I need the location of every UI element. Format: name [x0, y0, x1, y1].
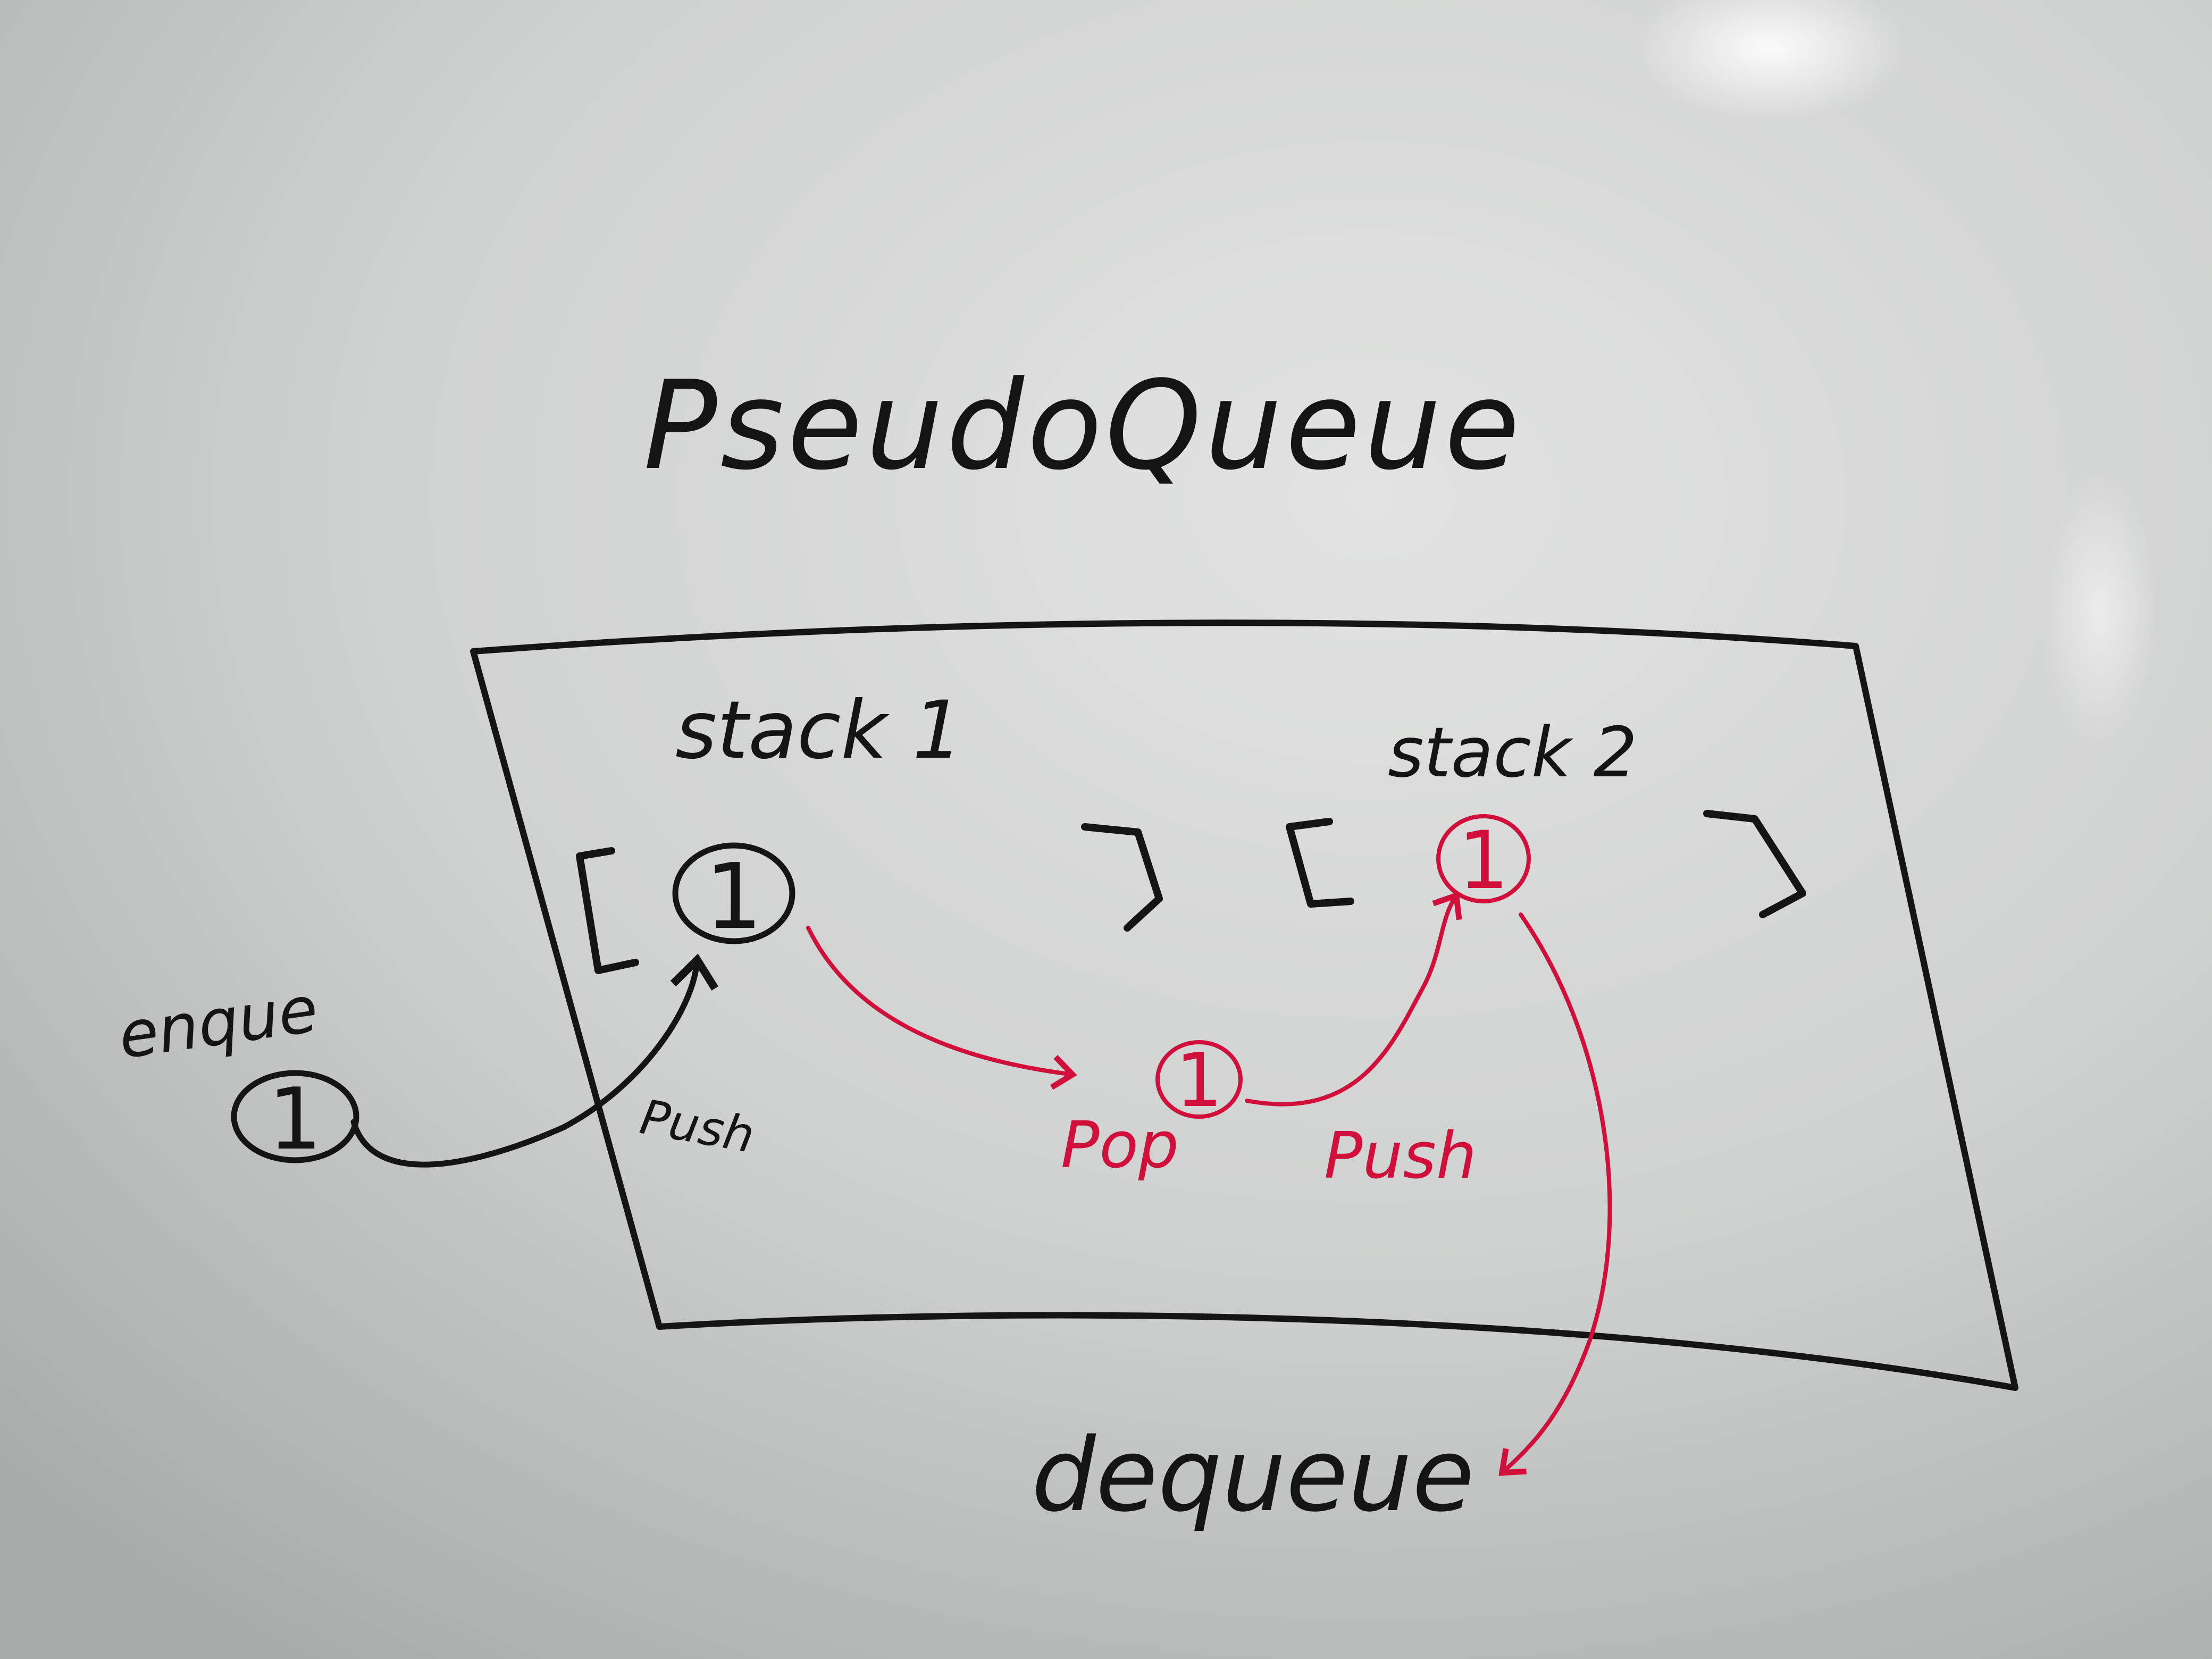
dequeue-arrow-red: [1498, 912, 1612, 1476]
push-label-red: Push: [1324, 1119, 1477, 1193]
stack2-left-bracket: [1286, 818, 1354, 908]
title-pseudoqueue: PseudoQueue: [643, 355, 1523, 497]
stack1-node-value: 1: [705, 844, 763, 950]
board-glare: [1632, 0, 1909, 122]
push-arrow-black: [350, 953, 718, 1168]
pseudoqueue-container: [470, 619, 2018, 1391]
pop-arrow-red: [806, 926, 1077, 1090]
stack2-label: stack 2: [1388, 712, 1637, 793]
stack1-node: 1: [672, 842, 795, 950]
enqueue-node: 1: [231, 1069, 359, 1169]
stack2-right-bracket: [1703, 810, 1806, 918]
board-glare: [2042, 473, 2159, 750]
stack2-node-value: 1: [1458, 815, 1509, 907]
dequeue-label: dequeue: [1032, 1417, 1474, 1534]
enqueue-node-value: 1: [268, 1069, 322, 1169]
push-arrow-red: [1245, 891, 1462, 1107]
pop-label: Pop: [1061, 1109, 1179, 1183]
popped-node-value: 1: [1175, 1037, 1222, 1124]
stack1-right-bracket: [1081, 823, 1163, 932]
stack2-node: 1: [1436, 814, 1531, 907]
stack1-label: stack 1: [675, 684, 963, 777]
popped-node: 1: [1155, 1037, 1243, 1124]
stack1-left-bracket: [576, 847, 639, 974]
